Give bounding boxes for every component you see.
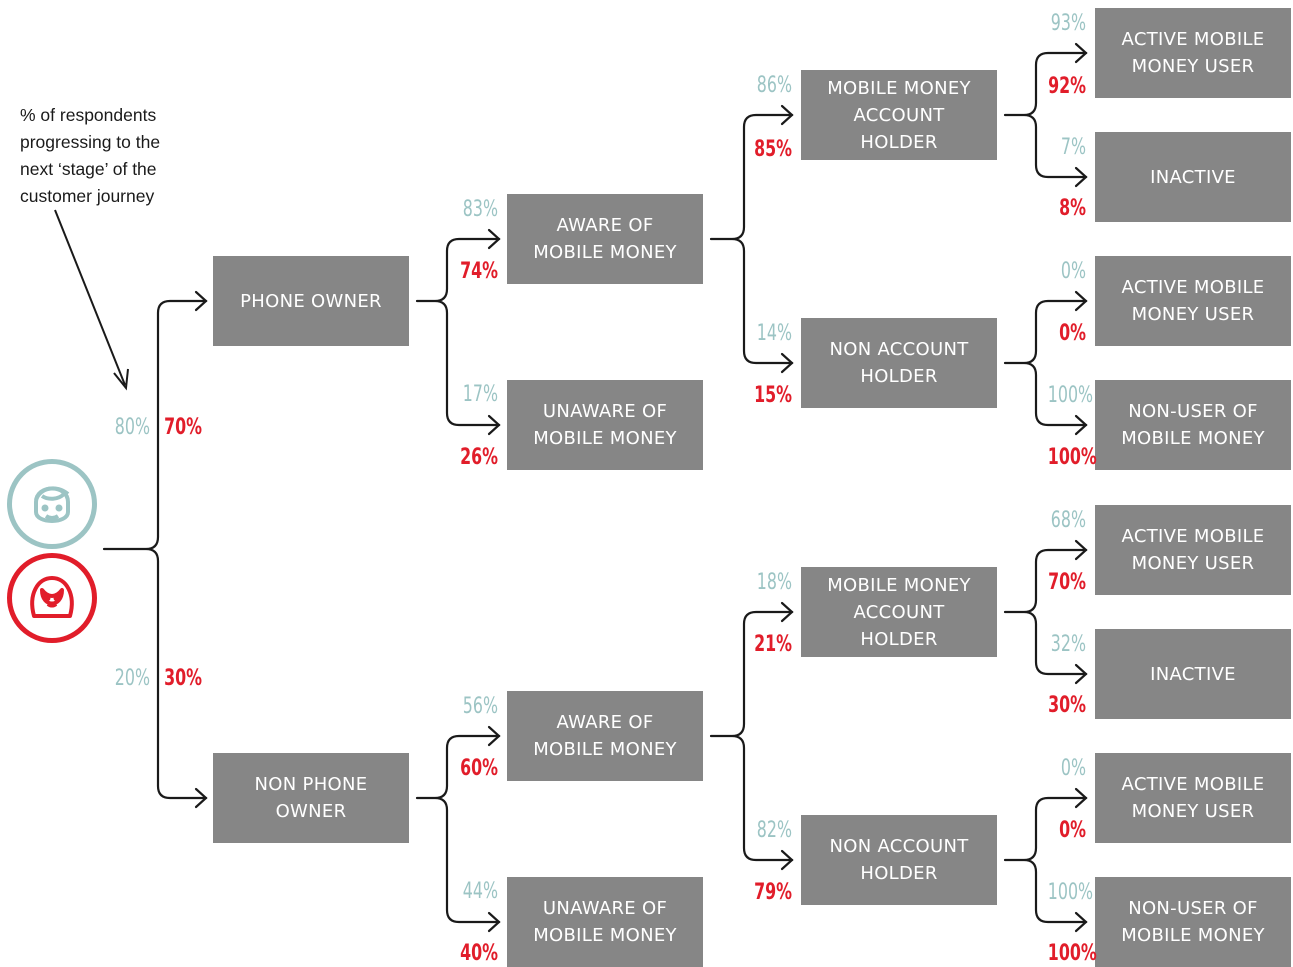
bracket-root [102, 299, 208, 800]
pct-male-nonphone-nonacct-active: 0% [1060, 756, 1086, 781]
node-phone-active-user: ACTIVE MOBILE MONEY USER [1095, 8, 1291, 98]
bracket-nonphone-non-account-arrowhead-2 [1074, 911, 1088, 933]
pct-female-nonphone-active: 70% [1048, 570, 1086, 595]
pct-female-nonphone-account: 21% [754, 632, 792, 657]
bracket-root-arrowhead-2 [194, 787, 208, 809]
pct-female-nonphone-nonacct-active: 0% [1059, 818, 1086, 843]
bracket-nonphone-owner [415, 734, 501, 924]
pct-male-nonphone-inactive: 32% [1050, 632, 1086, 657]
pct-female-phone-active: 92% [1048, 74, 1086, 99]
pct-male-nonphone-unaware: 44% [462, 879, 498, 904]
note-pointer-arrow [54, 209, 126, 386]
bracket-nonphone-owner-arrowhead-1 [487, 725, 501, 747]
bracket-phone-aware-arrowhead-2 [780, 352, 794, 374]
bracket-nonphone-aware-arrowhead-2 [780, 849, 794, 871]
pct-male-nonphone-aware: 56% [462, 694, 498, 719]
pct-female-phone-nonuser: 100% [1047, 445, 1097, 470]
pct-male-phone-unaware: 17% [462, 382, 498, 407]
pct-female-nonphone-aware: 60% [460, 756, 498, 781]
bracket-phone-account-arrowhead-1 [1074, 42, 1088, 64]
bracket-phone-non-account-arrowhead-2 [1074, 414, 1088, 436]
pct-male-non-phone-owner: 20% [114, 666, 150, 691]
pct-male-nonphone-nonuser: 100% [1047, 880, 1094, 905]
bracket-nonphone-aware-arrowhead-1 [780, 601, 794, 623]
bracket-nonphone-non-account-arrowhead-1 [1074, 787, 1088, 809]
pct-female-phone-nonacct-active: 0% [1059, 321, 1086, 346]
node-phone-aware: AWARE OF MOBILE MONEY [507, 194, 703, 284]
bracket-phone-aware [709, 113, 794, 365]
bracket-phone-aware-arrowhead-1 [780, 104, 794, 126]
pct-male-phone-nonacct-active: 0% [1060, 259, 1086, 284]
node-nonphone-non-user: NON-USER OF MOBILE MONEY [1095, 877, 1291, 967]
pct-female-nonphone-unaware: 40% [460, 941, 498, 966]
bracket-nonphone-account-arrowhead-2 [1074, 663, 1088, 685]
male-avatar [7, 459, 97, 549]
node-nonphone-account-holder: MOBILE MONEY ACCOUNT HOLDER [801, 567, 997, 657]
pct-male-nonphone-non-account: 82% [756, 818, 792, 843]
bracket-root-arrowhead-1 [194, 290, 208, 312]
node-phone-owner: PHONE OWNER [213, 256, 409, 346]
pct-male-phone-account: 86% [756, 73, 792, 98]
node-non-phone-owner: NON PHONE OWNER [213, 753, 409, 843]
node-phone-inactive: INACTIVE [1095, 132, 1291, 222]
pct-male-phone-active: 93% [1050, 11, 1086, 36]
pct-female-phone-owner: 70% [164, 415, 202, 440]
node-nonphone-active-user: ACTIVE MOBILE MONEY USER [1095, 505, 1291, 595]
pct-female-nonphone-non-account: 79% [754, 880, 792, 905]
bracket-phone-non-account [1003, 299, 1088, 427]
node-phone-nonacct-active-user: ACTIVE MOBILE MONEY USER [1095, 256, 1291, 346]
annotation-note: % of respondents progressing to the next… [20, 105, 161, 206]
node-nonphone-aware: AWARE OF MOBILE MONEY [507, 691, 703, 781]
bracket-phone-non-account-arrowhead-1 [1074, 290, 1088, 312]
pct-female-non-phone-owner: 30% [164, 666, 202, 691]
node-nonphone-unaware: UNAWARE OF MOBILE MONEY [507, 877, 703, 967]
bracket-nonphone-account-arrowhead-1 [1074, 539, 1088, 561]
pct-male-phone-aware: 83% [462, 197, 498, 222]
node-nonphone-nonacct-active-user: ACTIVE MOBILE MONEY USER [1095, 753, 1291, 843]
note-pointer-arrowhead [113, 368, 129, 391]
pct-female-phone-aware: 74% [460, 259, 498, 284]
bracket-phone-owner [415, 237, 501, 427]
node-nonphone-non-account-holder: NON ACCOUNT HOLDER [801, 815, 997, 905]
pct-female-phone-non-account: 15% [754, 383, 792, 408]
node-phone-unaware: UNAWARE OF MOBILE MONEY [507, 380, 703, 470]
pct-male-phone-inactive: 7% [1060, 135, 1086, 160]
pct-male-phone-owner: 80% [114, 415, 150, 440]
pct-female-phone-unaware: 26% [460, 445, 498, 470]
pct-female-nonphone-inactive: 30% [1048, 693, 1086, 718]
node-phone-account-holder: MOBILE MONEY ACCOUNT HOLDER [801, 70, 997, 160]
pct-male-nonphone-account: 18% [756, 570, 792, 595]
bracket-phone-account [1003, 51, 1088, 179]
pct-male-phone-nonuser: 100% [1047, 383, 1094, 408]
node-nonphone-inactive: INACTIVE [1095, 629, 1291, 719]
bracket-nonphone-aware [709, 610, 794, 862]
female-avatar [7, 553, 97, 643]
node-phone-non-user: NON-USER OF MOBILE MONEY [1095, 380, 1291, 470]
female-face-icon [30, 576, 74, 618]
bracket-phone-owner-arrowhead-1 [487, 228, 501, 250]
bracket-phone-account-arrowhead-2 [1074, 166, 1088, 188]
pct-male-phone-non-account: 14% [756, 321, 792, 346]
pct-male-nonphone-active: 68% [1050, 508, 1086, 533]
node-phone-non-account-holder: NON ACCOUNT HOLDER [801, 318, 997, 408]
bracket-nonphone-owner-arrowhead-2 [487, 911, 501, 933]
pct-female-phone-inactive: 8% [1059, 196, 1086, 221]
pct-female-nonphone-nonuser: 100% [1047, 941, 1097, 966]
bracket-nonphone-account [1003, 548, 1088, 676]
bracket-phone-owner-arrowhead-2 [487, 414, 501, 436]
bracket-nonphone-non-account [1003, 796, 1088, 924]
pct-female-phone-account: 85% [754, 137, 792, 162]
male-face-icon [34, 486, 70, 523]
